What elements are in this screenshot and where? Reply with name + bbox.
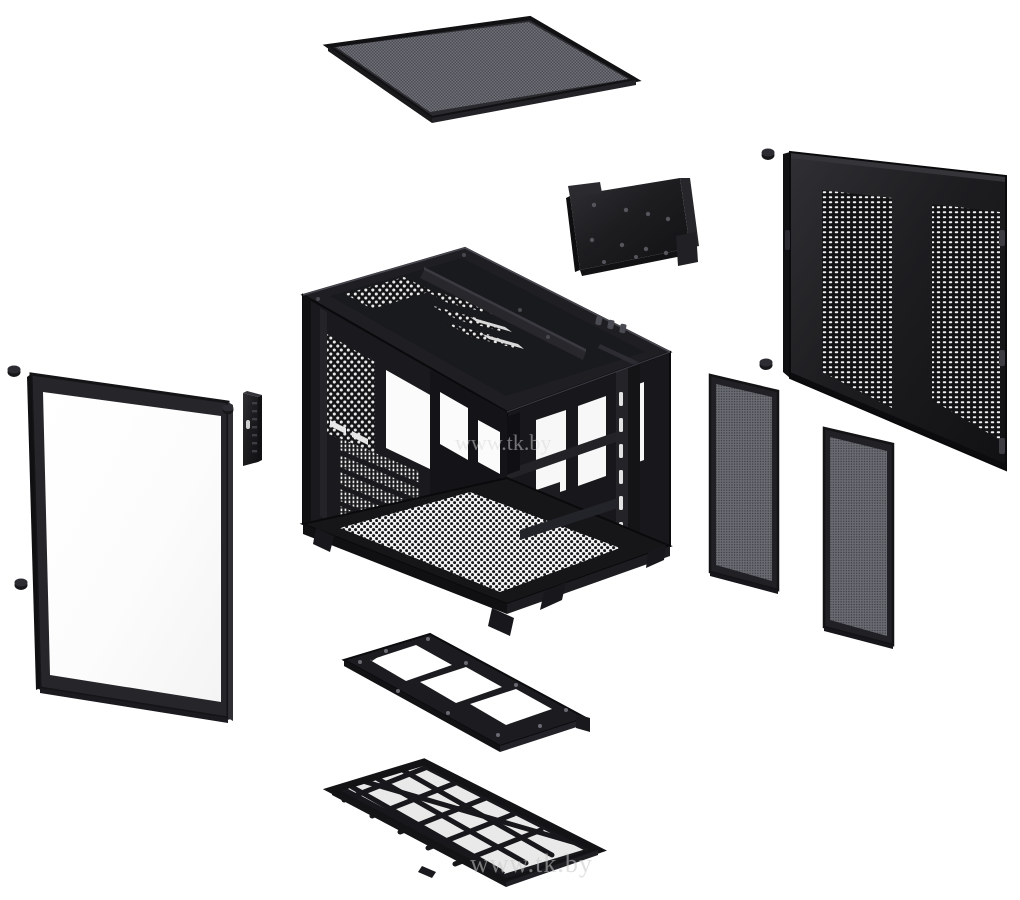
- part-top-dust-filter: Top dust filter panel: [322, 15, 642, 123]
- thumbscrew-icon: [7, 365, 28, 590]
- thumbscrew-icon: [759, 148, 775, 370]
- part-right-side-panel: Right side panel (ventilated): [759, 148, 1007, 472]
- part-front-filter-a: Front dust filter (upper): [708, 373, 780, 594]
- part-main-chassis: Main chassis frame: [299, 246, 673, 636]
- part-fan-bracket: Triple fan mounting bracket: [341, 632, 590, 752]
- watermark-bottom: www.tk.by: [470, 849, 593, 878]
- watermark-center: www.tk.by: [455, 430, 551, 455]
- part-side-trim-bracket: Side trim bracket: [222, 391, 262, 466]
- part-left-glass-panel: Left side panel (tempered glass): [7, 365, 233, 723]
- thumbscrew-icon: [222, 404, 234, 415]
- part-front-filter-b: Front dust filter (lower): [822, 426, 895, 649]
- chassis-foot: [313, 528, 666, 636]
- part-bottom-dust-filter: Bottom dust filter: [322, 758, 607, 887]
- part-psu-bracket: PSU mounting bracket: [566, 178, 699, 276]
